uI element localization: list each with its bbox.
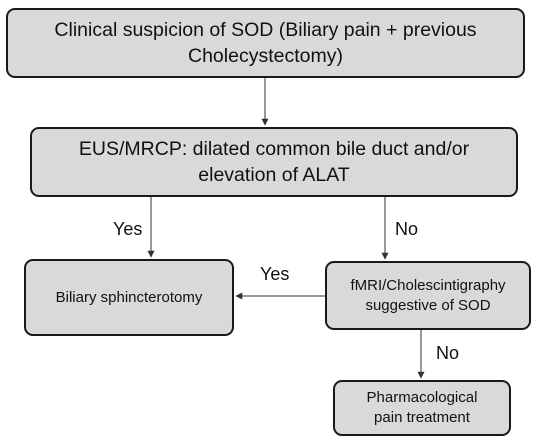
edge-label-no: No [436,343,460,363]
node-eus-mrcp: EUS/MRCP: dilated common bile duct and/o… [30,127,518,197]
node-fmri-cholescintigraphy-text: fMRI/Cholescintigraphy suggestive of SOD [350,276,506,314]
edge-label-yes: Yes [260,264,290,284]
node-biliary-sphincterotomy-text: Biliary sphincterotomy [55,289,203,306]
node-clinical-suspicion-text: Clinical suspicion of SOD (Biliary pain … [54,19,477,67]
node-biliary-sphincterotomy: Biliary sphincterotomy [24,259,234,336]
node-pharmacological-treatment: Pharmacological pain treatment [333,380,511,436]
node-fmri-cholescintigraphy: fMRI/Cholescintigraphy suggestive of SOD [325,261,531,330]
edge-label-yes: Yes [113,219,143,239]
edge-label-no: No [395,219,419,239]
node-pharmacological-treatment-text: Pharmacological pain treatment [366,389,478,426]
node-clinical-suspicion: Clinical suspicion of SOD (Biliary pain … [6,8,525,78]
node-eus-mrcp-text: EUS/MRCP: dilated common bile duct and/o… [78,138,470,186]
